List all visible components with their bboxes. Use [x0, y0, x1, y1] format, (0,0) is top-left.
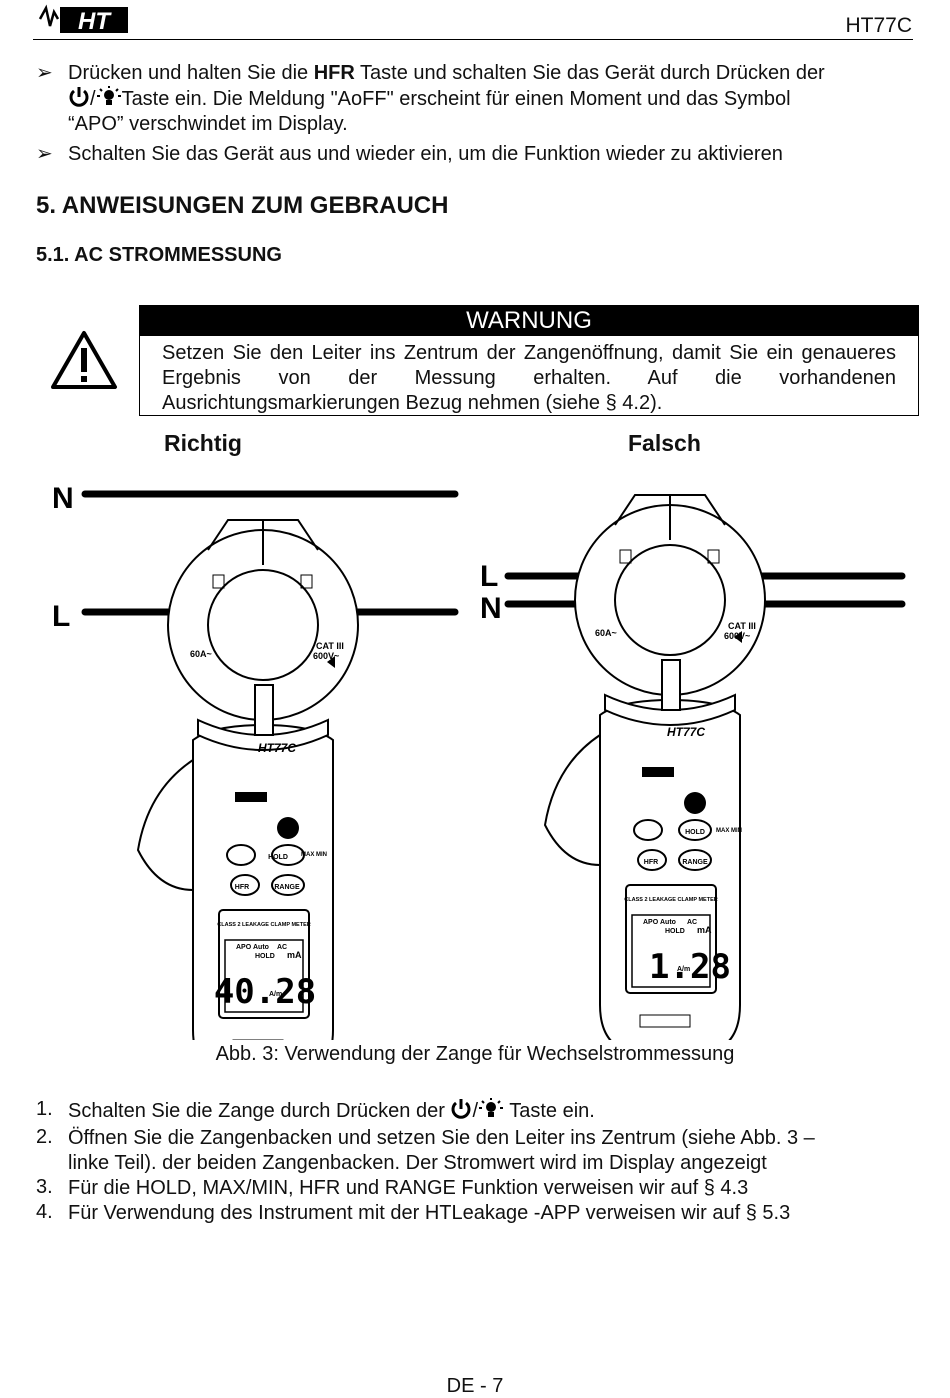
svg-text:A/m: A/m: [269, 991, 282, 998]
warning-triangle-icon: [51, 331, 117, 389]
svg-text:HOLD: HOLD: [665, 928, 685, 935]
svg-text:HT77C: HT77C: [667, 725, 705, 739]
svg-text:HOLD: HOLD: [255, 953, 275, 960]
bullet-2: Schalten Sie das Gerät aus und wieder ei…: [68, 143, 783, 165]
svg-text:APO: APO: [236, 944, 252, 951]
svg-text:HT77C: HT77C: [258, 741, 296, 755]
svg-text:A/m: A/m: [677, 966, 690, 973]
bullet-1: Drücken und halten Sie die HFR Taste und…: [68, 62, 825, 135]
backlight-icon: [96, 86, 121, 105]
label-correct: Richtig: [164, 430, 242, 456]
svg-text:60A~: 60A~: [190, 649, 212, 659]
header-divider: [33, 39, 913, 40]
warning-title: WARNUNG: [140, 306, 918, 336]
svg-text:CAT III: CAT III: [316, 641, 344, 651]
svg-text:600V~: 600V~: [313, 651, 339, 661]
step-number: 3.: [36, 1176, 53, 1198]
label-l: L: [52, 600, 70, 633]
svg-text:HOLD: HOLD: [685, 829, 705, 836]
ht-logo: HT: [38, 4, 128, 34]
label-l-wrong: L: [480, 560, 498, 593]
svg-text:600V~: 600V~: [724, 631, 750, 641]
display-reading-wrong: 1.28: [649, 947, 731, 987]
clamp-correct: [137, 519, 359, 1040]
subsection-title: 5.1. AC STROMMESSUNG: [36, 244, 282, 266]
step-1: Schalten Sie die Zange durch Drücken der…: [68, 1098, 595, 1122]
svg-text:APO: APO: [643, 919, 659, 926]
svg-text:AC: AC: [687, 919, 697, 926]
step-number: 2.: [36, 1126, 53, 1148]
svg-text:HFR: HFR: [235, 884, 249, 891]
page-number: DE - 7: [446, 1375, 504, 1397]
backlight-icon: [479, 1098, 504, 1117]
svg-text:MAX MIN: MAX MIN: [716, 828, 742, 834]
step-number: 1.: [36, 1098, 53, 1120]
svg-text:HOLD: HOLD: [268, 854, 288, 861]
svg-text:mA: mA: [287, 950, 302, 960]
step-number: 4.: [36, 1201, 53, 1223]
svg-text:60A~: 60A~: [595, 628, 617, 638]
warning-text: Setzen Sie den Leiter ins Zentrum der Za…: [162, 342, 896, 414]
svg-text:Auto: Auto: [253, 944, 269, 951]
power-icon: [451, 1099, 471, 1119]
logo-text: HT: [78, 8, 112, 34]
warning-box: WARNUNG Setzen Sie den Leiter ins Zentru…: [139, 305, 919, 416]
svg-text:AC: AC: [277, 944, 287, 951]
svg-text:RANGE: RANGE: [274, 884, 300, 891]
label-wrong: Falsch: [628, 430, 701, 456]
bullet-arrow: ➢: [36, 62, 53, 84]
clamp-figure: N L 60A~ CAT III 600V~ HT77C HOLD MAX MI…: [52, 482, 906, 1040]
svg-text:RANGE: RANGE: [682, 859, 708, 866]
step-4: Für Verwendung des Instrument mit der HT…: [68, 1202, 791, 1224]
svg-text:mA: mA: [697, 925, 712, 935]
display-reading-correct: 40.28: [214, 972, 316, 1012]
svg-text:CLASS 2 LEAKAGE CLAMP METER: CLASS 2 LEAKAGE CLAMP METER: [624, 897, 717, 903]
bullet-arrow: ➢: [36, 143, 53, 165]
section-title: 5. ANWEISUNGEN ZUM GEBRAUCH: [36, 192, 449, 219]
model-name: HT77C: [845, 14, 912, 37]
power-icon: [69, 87, 89, 107]
label-n: N: [52, 482, 74, 515]
svg-text:CLASS 2 LEAKAGE CLAMP METER: CLASS 2 LEAKAGE CLAMP METER: [217, 922, 310, 928]
step-2: Öffnen Sie die Zangenbacken und setzen S…: [68, 1127, 815, 1174]
svg-text:Auto: Auto: [660, 919, 676, 926]
svg-text:MAX MIN: MAX MIN: [301, 852, 327, 858]
svg-text:CAT III: CAT III: [728, 621, 756, 631]
svg-text:HFR: HFR: [644, 859, 658, 866]
figure-caption: Abb. 3: Verwendung der Zange für Wechsel…: [215, 1043, 735, 1065]
label-n-wrong: N: [480, 592, 502, 625]
step-3: Für die HOLD, MAX/MIN, HFR und RANGE Fun…: [68, 1177, 749, 1199]
